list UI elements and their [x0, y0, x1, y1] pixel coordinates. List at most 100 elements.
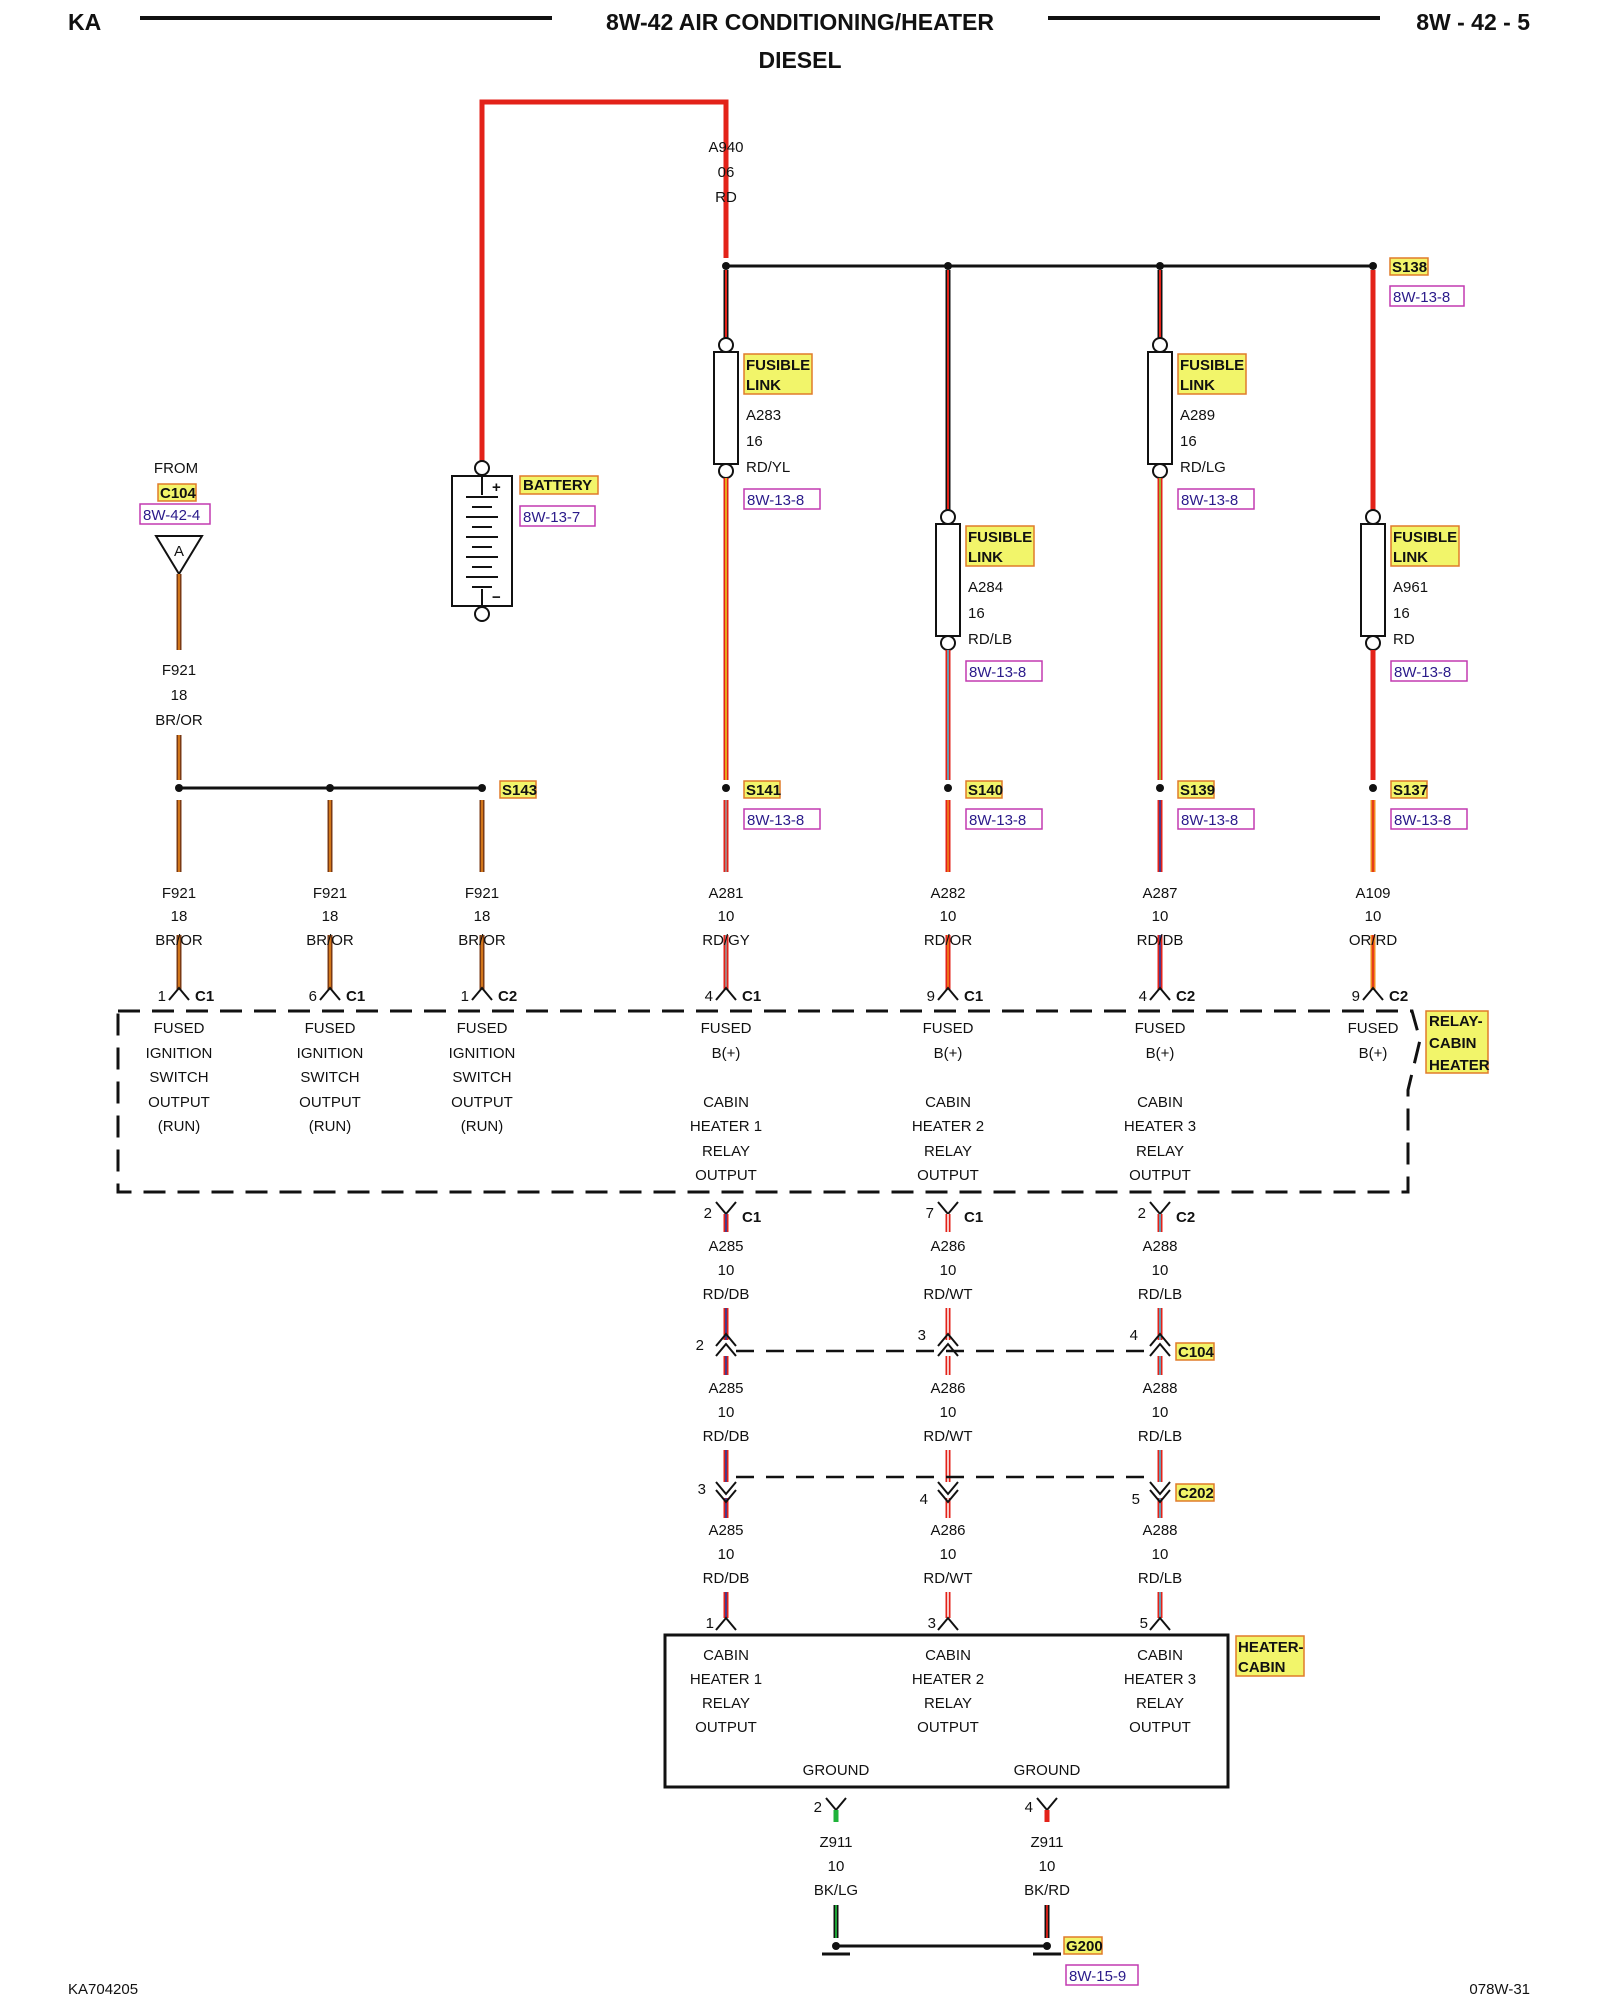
relay-input-wires [176, 800, 1376, 990]
svg-text:RD/LB: RD/LB [1138, 1570, 1182, 1587]
svg-text:RD/DB: RD/DB [703, 1286, 750, 1303]
fusible-link-1-ref-box[interactable] [743, 488, 821, 510]
relay-bplus-text-3: FUSED B(+) [1135, 1020, 1186, 1062]
relay-input-3-circuit: F921 [465, 885, 499, 902]
s138-ref[interactable]: 8W-13-8 [1393, 289, 1450, 306]
svg-text:10: 10 [940, 1546, 957, 1563]
page-header: KA 8W-42 AIR CONDITIONING/HEATER 8W - 42… [68, 9, 1530, 73]
relay-output-2-conn: C1 [964, 1209, 983, 1226]
relay-input-2-color: BR/OR [306, 932, 354, 949]
from-c104-ref-box[interactable] [139, 503, 211, 525]
svg-text:RD/LB: RD/LB [1138, 1428, 1182, 1445]
relay-input-3-color: BR/OR [458, 932, 506, 949]
s140-label: S140 [968, 782, 1003, 799]
g200-ref-box[interactable] [1065, 1964, 1139, 1986]
svg-text:CABIN: CABIN [703, 1094, 749, 1111]
relay-output-3-pin: 2 [1138, 1205, 1146, 1222]
svg-text:A288: A288 [1142, 1380, 1177, 1397]
ground-2-color: BK/RD [1024, 1882, 1070, 1899]
svg-text:10: 10 [718, 1262, 735, 1279]
svg-text:(RUN): (RUN) [309, 1118, 352, 1135]
fusible-link-1-ref[interactable]: 8W-13-8 [747, 492, 804, 509]
svg-text:RD/LB: RD/LB [1138, 1286, 1182, 1303]
heater-label-1: HEATER- [1238, 1639, 1304, 1656]
footer-right: 078W-31 [1469, 1981, 1530, 1998]
relay-bplus-text-1: FUSED B(+) [701, 1020, 752, 1062]
relay-ign-text-1: FUSED IGNITION SWITCH OUTPUT (RUN) [146, 1020, 213, 1135]
from-c104-ref[interactable]: 8W-42-4 [143, 507, 200, 524]
ground-1-gauge: 10 [828, 1858, 845, 1875]
fusible-link-3-line1: FUSIBLE [1180, 357, 1244, 374]
s140-ref[interactable]: 8W-13-8 [969, 812, 1026, 829]
fusible-link-1-circuit: A283 [746, 407, 781, 424]
s139-ref[interactable]: 8W-13-8 [1181, 812, 1238, 829]
relay-input-3-gauge: 18 [474, 908, 491, 925]
fusible-link-3-ref-box[interactable] [1177, 488, 1255, 510]
svg-text:HEATER 3: HEATER 3 [1124, 1671, 1196, 1688]
c202-pin-1: 3 [698, 1481, 706, 1498]
relay-box-outline [116, 1009, 1422, 1194]
from-label: FROM [154, 460, 198, 477]
fusible-link-4-gauge: 16 [1393, 605, 1410, 622]
mid-splices: S141 8W-13-8 S140 8W-13-8 S139 8W-13-8 S… [722, 780, 1468, 830]
s138-ref-box[interactable] [1389, 285, 1465, 307]
ground-1-circuit: Z911 [819, 1834, 852, 1851]
relay-label-1: RELAY- [1429, 1013, 1483, 1030]
s139-label: S139 [1180, 782, 1215, 799]
fusible-link-2 [935, 523, 961, 637]
svg-text:CABIN: CABIN [925, 1647, 971, 1664]
battery-ref[interactable]: 8W-13-7 [523, 509, 580, 526]
s141-ref-box[interactable] [743, 808, 821, 830]
fusible-link-2-ref[interactable]: 8W-13-8 [969, 664, 1026, 681]
svg-text:RELAY: RELAY [702, 1143, 750, 1160]
relay-input-7-pin: 9 [1352, 988, 1360, 1005]
fusible-link-3-line2: LINK [1180, 377, 1215, 394]
header-subtitle: DIESEL [758, 47, 841, 73]
main-feed-circuit: A940 [708, 139, 743, 156]
relay-input-1-pin: 1 [158, 988, 166, 1005]
s137-ref[interactable]: 8W-13-8 [1394, 812, 1451, 829]
relay-input-1-color: BR/OR [155, 932, 203, 949]
relay-input-4-conn: C1 [742, 988, 761, 1005]
fusible-link-4-ref[interactable]: 8W-13-8 [1394, 664, 1451, 681]
svg-text:OUTPUT: OUTPUT [695, 1167, 757, 1184]
battery-cells [466, 496, 498, 588]
svg-text:SWITCH: SWITCH [149, 1069, 208, 1086]
g200-label: G200 [1066, 1938, 1103, 1955]
main-feed-gauge: 06 [718, 164, 735, 181]
fusible-link-3-ref[interactable]: 8W-13-8 [1181, 492, 1238, 509]
battery-ref-box[interactable] [519, 505, 596, 527]
s137-ref-box[interactable] [1390, 808, 1468, 830]
relay-output-text-1: CABIN HEATER 1 RELAY OUTPUT [690, 1094, 762, 1184]
heater-col-1: CABIN HEATER 1 RELAY OUTPUT [690, 1647, 762, 1736]
svg-text:10: 10 [1152, 1262, 1169, 1279]
ign-feed-color: BR/OR [155, 712, 203, 729]
fusible-link-3-color: RD/LG [1180, 459, 1226, 476]
fusible-link-2-ref-box[interactable] [965, 660, 1043, 682]
ign-feed-gauge: 18 [171, 687, 188, 704]
relay-output-text-3: CABIN HEATER 3 RELAY OUTPUT [1124, 1094, 1196, 1184]
g200-ref[interactable]: 8W-15-9 [1069, 1968, 1126, 1985]
relay-input-6-color: RD/DB [1137, 932, 1184, 949]
footer-left: KA704205 [68, 1981, 138, 1998]
relay-input-4-pin: 4 [705, 988, 713, 1005]
c104-pin-3: 4 [1130, 1327, 1138, 1344]
fusible-link-3-label-box [1177, 353, 1247, 395]
relay-label-3: HEATER [1429, 1057, 1490, 1074]
svg-text:10: 10 [718, 1404, 735, 1421]
relay-input-1-gauge: 18 [171, 908, 188, 925]
s139-ref-box[interactable] [1177, 808, 1255, 830]
fusible-link-4-color: RD [1393, 631, 1415, 648]
relay-output-3-conn: C2 [1176, 1209, 1195, 1226]
relay-input-2-conn: C1 [346, 988, 365, 1005]
fusible-link-4-ref-box[interactable] [1390, 660, 1468, 682]
relay-input-5-circuit: A282 [930, 885, 965, 902]
relay-input-2-gauge: 18 [322, 908, 339, 925]
s141-ref[interactable]: 8W-13-8 [747, 812, 804, 829]
s140-ref-box[interactable] [965, 808, 1043, 830]
relay-bplus-text-2: FUSED B(+) [923, 1020, 974, 1062]
fusible-link-4-line1: FUSIBLE [1393, 529, 1457, 546]
fusible-link-2-gauge: 16 [968, 605, 985, 622]
svg-text:SWITCH: SWITCH [300, 1069, 359, 1086]
fusible-link-column-1: FUSIBLE LINK A283 16 RD/YL 8W-13-8 [713, 270, 821, 780]
